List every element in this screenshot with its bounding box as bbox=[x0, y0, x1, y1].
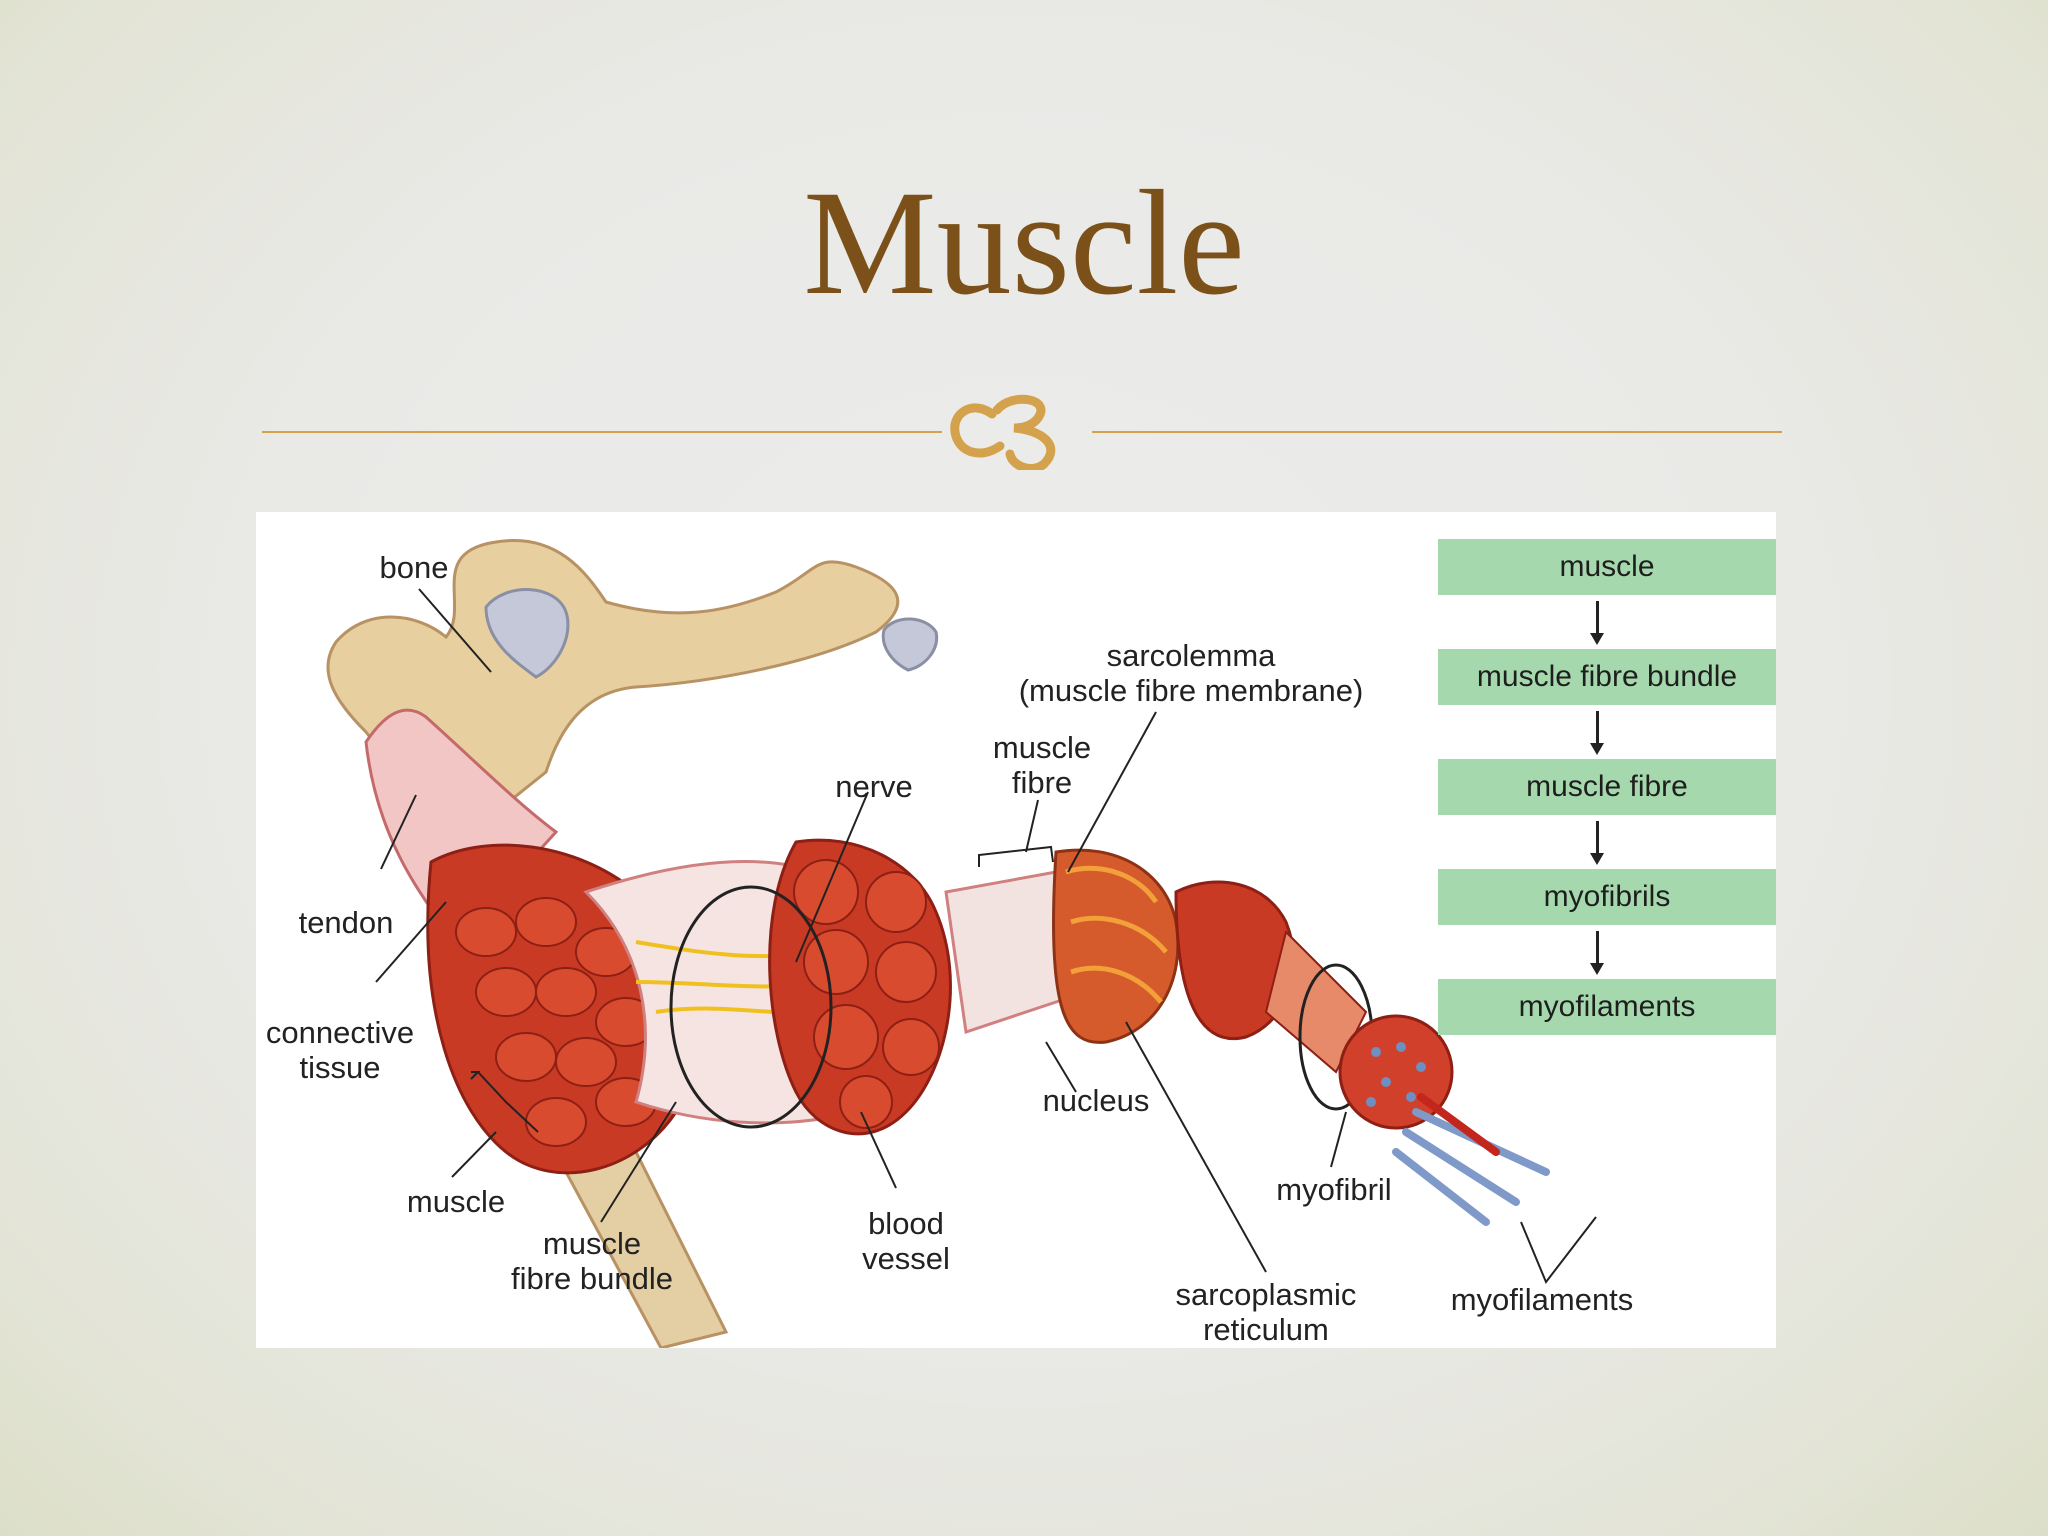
hierarchy-step: muscle bbox=[1438, 539, 1776, 595]
hierarchy-flowchart: muscle muscle fibre bundle muscle fibre … bbox=[1438, 539, 1776, 1035]
label-bundle-2: fibre bundle bbox=[511, 1261, 673, 1296]
label-myofilaments: myofilaments bbox=[1451, 1282, 1634, 1317]
label-connective-1: connective bbox=[266, 1015, 414, 1050]
title-divider bbox=[262, 394, 1782, 470]
hierarchy-step: myofilaments bbox=[1438, 979, 1776, 1035]
muscle-illustration bbox=[364, 708, 1550, 1226]
label-blood-2: vessel bbox=[862, 1241, 950, 1276]
label-pointers bbox=[375, 588, 1597, 1284]
label-myofibril: myofibril bbox=[1276, 1172, 1391, 1207]
label-blood-1: blood bbox=[868, 1206, 944, 1241]
label-nerve: nerve bbox=[835, 769, 913, 804]
label-fibre-2: fibre bbox=[1012, 765, 1072, 800]
arrow-down-icon bbox=[1438, 705, 1776, 759]
slide-title: Muscle bbox=[803, 160, 1245, 326]
bone-illustration bbox=[326, 539, 939, 1348]
arrow-down-icon bbox=[1438, 815, 1776, 869]
label-muscle: muscle bbox=[407, 1184, 505, 1219]
ornament-icon bbox=[950, 394, 1056, 470]
label-bundle-1: muscle bbox=[543, 1226, 641, 1261]
hierarchy-step: muscle fibre bundle bbox=[1438, 649, 1776, 705]
label-fibre-1: muscle bbox=[993, 730, 1091, 765]
arrow-down-icon bbox=[1438, 925, 1776, 979]
muscle-diagram: bone tendon connective tissue muscle mus… bbox=[266, 539, 1633, 1348]
muscle-anatomy-figure: bone tendon connective tissue muscle mus… bbox=[256, 512, 1776, 1348]
hierarchy-step: muscle fibre bbox=[1438, 759, 1776, 815]
label-sarcolemma-1: sarcolemma bbox=[1107, 638, 1277, 673]
label-sr-1: sarcoplasmic bbox=[1176, 1277, 1357, 1312]
label-sarcolemma-2: (muscle fibre membrane) bbox=[1019, 673, 1364, 708]
diagram-labels: bone tendon connective tissue muscle mus… bbox=[266, 550, 1633, 1347]
arrow-down-icon bbox=[1438, 595, 1776, 649]
label-nucleus: nucleus bbox=[1043, 1083, 1150, 1118]
label-connective-2: tissue bbox=[300, 1050, 381, 1085]
label-bone: bone bbox=[380, 550, 449, 585]
hierarchy-step: myofibrils bbox=[1438, 869, 1776, 925]
label-tendon: tendon bbox=[299, 905, 394, 940]
label-sr-2: reticulum bbox=[1203, 1312, 1329, 1347]
